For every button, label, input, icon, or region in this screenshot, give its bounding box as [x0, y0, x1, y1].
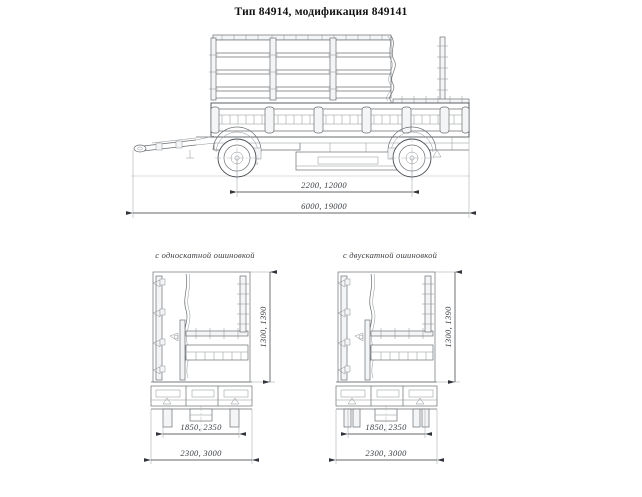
- right-rails-single: [185, 328, 249, 361]
- height-dimension-label-dual: 1300, 1390: [443, 306, 453, 348]
- side-elevation-view: 2200, 12000 6000, 19000: [126, 34, 476, 218]
- dimension-overall-width-single: 2300, 3000: [144, 409, 259, 464]
- page-title: Тип 84914, модификация 849141: [234, 6, 408, 18]
- rear-stake-post: [437, 36, 448, 104]
- dimension-height-dual: 1300, 1390: [435, 270, 462, 384]
- axle-single-wheels: [151, 405, 252, 432]
- drawbar-hitch: [133, 135, 217, 159]
- overall-width-dimension-label-dual: 2300, 3000: [365, 448, 407, 458]
- inner-width-dimension-label-dual: 1850, 2350: [365, 422, 407, 432]
- height-dimension-label-single: 1300, 1390: [258, 306, 268, 348]
- right-stake-post-single: [237, 275, 249, 333]
- dimension-inner-width-dual: 1850, 2350: [341, 409, 432, 438]
- right-stake-post-dual: [422, 275, 434, 333]
- front-view-dual-wheel: с двускатной ошиновкой: [329, 250, 462, 464]
- deck-band-dual: [335, 381, 438, 407]
- left-stake-post-dual: [337, 275, 351, 381]
- side-body-stakes: [209, 34, 396, 103]
- dimension-wheelbase: 2200, 12000: [230, 158, 419, 197]
- dimension-overall-length: 6000, 19000: [126, 137, 476, 218]
- axle-dual-wheels: [336, 405, 437, 432]
- right-rails-dual: [370, 328, 434, 361]
- dimension-overall-width-dual: 2300, 3000: [329, 409, 444, 464]
- left-stake-post-single: [152, 275, 166, 381]
- platform-deck: [210, 102, 470, 138]
- wheelbase-dimension-label: 2200, 12000: [301, 180, 347, 190]
- overall-length-dimension-label: 6000, 19000: [301, 201, 347, 211]
- overall-width-dimension-label-single: 2300, 3000: [180, 448, 222, 458]
- inner-width-dimension-label-single: 1850, 2350: [180, 422, 222, 432]
- front-view-single-caption: с односкатной ошиновкой: [155, 250, 255, 260]
- front-view-single-wheel: с односкатной ошиновкой: [144, 250, 277, 464]
- front-view-dual-caption: с двускатной ошиновкой: [343, 250, 438, 260]
- dimension-inner-width-single: 1850, 2350: [156, 409, 246, 438]
- deck-band-single: [150, 381, 253, 407]
- stake-pocket-band: [216, 114, 466, 125]
- dimension-height-single: 1300, 1390: [250, 270, 277, 384]
